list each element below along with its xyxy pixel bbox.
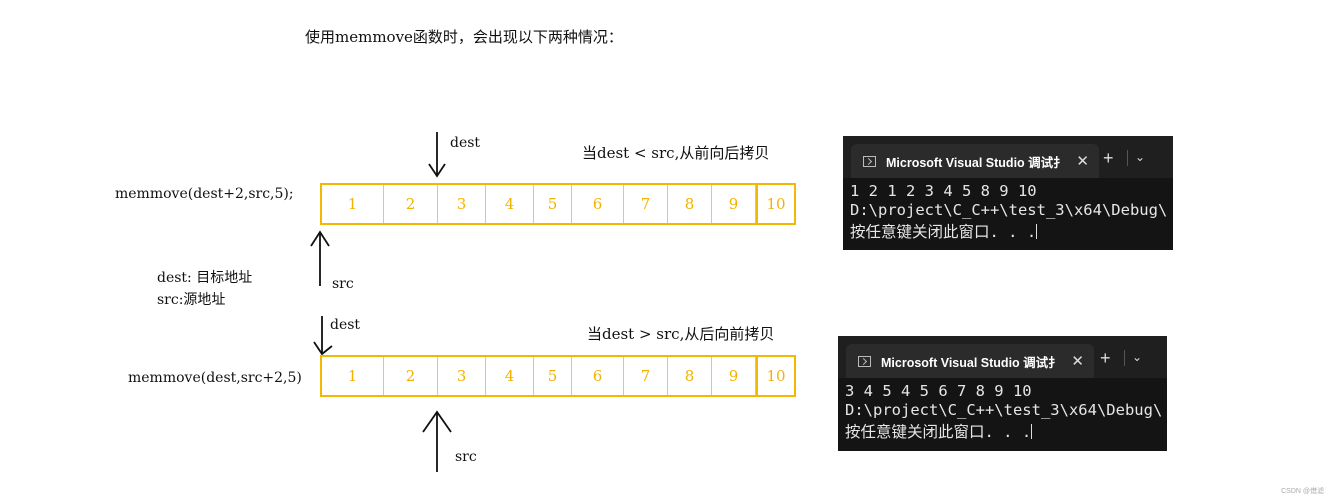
case1-src-label: src	[332, 276, 354, 292]
terminal-tab-title: Microsoft Visual Studio 调试扌	[881, 355, 1061, 370]
case1-dest-label: dest	[450, 135, 481, 151]
case2-dest-arrow	[313, 316, 333, 356]
new-tab-plus-icon[interactable]: +	[1103, 148, 1114, 168]
terminal-output-line: 1 2 1 2 3 4 5 8 9 10	[850, 182, 1037, 200]
case1-cell: 2	[384, 185, 438, 223]
case1-cell: 10	[756, 185, 794, 223]
case2-array: 1 2 3 4 5 6 7 8 9 10	[320, 355, 796, 397]
terminal-tab[interactable]: Microsoft Visual Studio 调试扌 ✕	[851, 144, 1099, 178]
case1-src-arrow	[310, 230, 330, 286]
legend-src: src:源地址	[157, 292, 226, 308]
case1-cell: 5	[534, 185, 572, 223]
page-title: 使用memmove函数时，会出现以下两种情况：	[305, 28, 623, 46]
terminal-tabbar: Microsoft Visual Studio 调试扌 ✕ + ⌄	[838, 336, 1167, 378]
case2-note: 当dest > src,从后向前拷贝	[587, 325, 775, 343]
watermark: CSDN @借滤	[1281, 488, 1324, 495]
case1-cell: 1	[322, 185, 384, 223]
case1-cell: 9	[712, 185, 756, 223]
terminal-tabbar: Microsoft Visual Studio 调试扌 ✕ + ⌄	[843, 136, 1173, 178]
case2-dest-label: dest	[330, 317, 361, 333]
case2-cell: 4	[486, 357, 534, 395]
text-cursor	[1031, 424, 1033, 439]
terminal-output-line: D:\project\C_C++\test_3\x64\Debug\	[850, 201, 1168, 219]
terminal-window-1: Microsoft Visual Studio 调试扌 ✕ + ⌄ 1 2 1 …	[843, 136, 1173, 250]
case1-note: 当dest < src,从前向后拷贝	[582, 144, 770, 162]
case2-cell: 5	[534, 357, 572, 395]
case1-cell: 6	[572, 185, 624, 223]
case1-cell: 8	[668, 185, 712, 223]
new-tab-plus-icon[interactable]: +	[1100, 348, 1111, 368]
case2-cell: 2	[384, 357, 438, 395]
terminal-tab-title: Microsoft Visual Studio 调试扌	[886, 155, 1066, 170]
case2-cell: 10	[756, 357, 794, 395]
case1-cell: 4	[486, 185, 534, 223]
case2-cell: 6	[572, 357, 624, 395]
legend-dest: dest: 目标地址	[157, 270, 253, 286]
terminal-output-line: 3 4 5 4 5 6 7 8 9 10	[845, 382, 1032, 400]
case1-code: memmove(dest+2,src,5);	[115, 186, 294, 202]
case1-cell: 3	[438, 185, 486, 223]
terminal-output-line: D:\project\C_C++\test_3\x64\Debug\	[845, 401, 1163, 419]
case1-dest-arrow	[428, 132, 446, 178]
tab-separator	[1127, 150, 1128, 166]
terminal-icon	[863, 155, 876, 167]
text-cursor	[1036, 224, 1038, 239]
close-icon[interactable]: ✕	[1076, 153, 1089, 170]
terminal-output-line: 按任意键关闭此窗口. . .	[850, 220, 1038, 242]
case2-code: memmove(dest,src+2,5)	[128, 370, 302, 386]
case1-cell: 7	[624, 185, 668, 223]
chevron-down-icon[interactable]: ⌄	[1135, 150, 1146, 164]
case1-array: 1 2 3 4 5 6 7 8 9 10	[320, 183, 796, 225]
case2-cell: 9	[712, 357, 756, 395]
case2-src-label: src	[455, 449, 477, 465]
terminal-prompt-text: 按任意键关闭此窗口. . .	[845, 423, 1032, 441]
close-icon[interactable]: ✕	[1071, 353, 1084, 370]
case2-cell: 7	[624, 357, 668, 395]
terminal-window-2: Microsoft Visual Studio 调试扌 ✕ + ⌄ 3 4 5 …	[838, 336, 1167, 451]
chevron-down-icon[interactable]: ⌄	[1132, 350, 1143, 364]
case2-cell: 8	[668, 357, 712, 395]
terminal-icon	[858, 355, 871, 367]
terminal-tab[interactable]: Microsoft Visual Studio 调试扌 ✕	[846, 344, 1094, 378]
terminal-output-line: 按任意键关闭此窗口. . .	[845, 420, 1033, 442]
tab-separator	[1124, 350, 1125, 366]
terminal-prompt-text: 按任意键关闭此窗口. . .	[850, 223, 1037, 241]
case2-src-arrow	[422, 410, 452, 472]
case2-cell: 1	[322, 357, 384, 395]
case2-cell: 3	[438, 357, 486, 395]
